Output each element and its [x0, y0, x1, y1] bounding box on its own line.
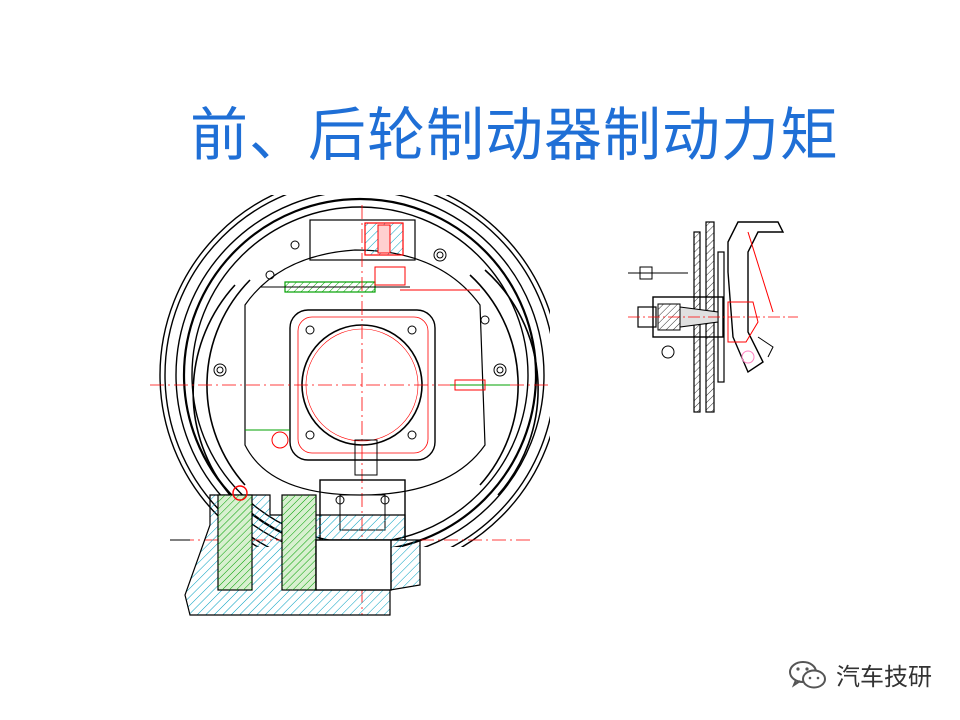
hub-flange — [289, 309, 436, 461]
hub-accents — [661, 231, 774, 364]
watermark: 汽车技研 — [788, 657, 932, 692]
slide-title: 前、后轮制动器制动力矩 — [190, 101, 840, 169]
wechat-icon — [789, 660, 826, 688]
adjuster-strut — [260, 281, 410, 293]
hub-assembly-drawing — [628, 221, 798, 413]
drawing-accents — [245, 266, 510, 449]
shoe-holes — [213, 240, 507, 377]
wheel-cylinder — [309, 219, 416, 261]
watermark-text: 汽车技研 — [836, 663, 932, 691]
drum-brake-drawing — [150, 195, 550, 616]
wheel-bearing — [628, 266, 724, 338]
steering-knuckle — [727, 221, 785, 374]
lower-bracket — [170, 485, 421, 616]
brake-drum-outline — [159, 195, 550, 547]
brake-shoes — [192, 269, 539, 496]
backing-plate — [244, 249, 486, 496]
